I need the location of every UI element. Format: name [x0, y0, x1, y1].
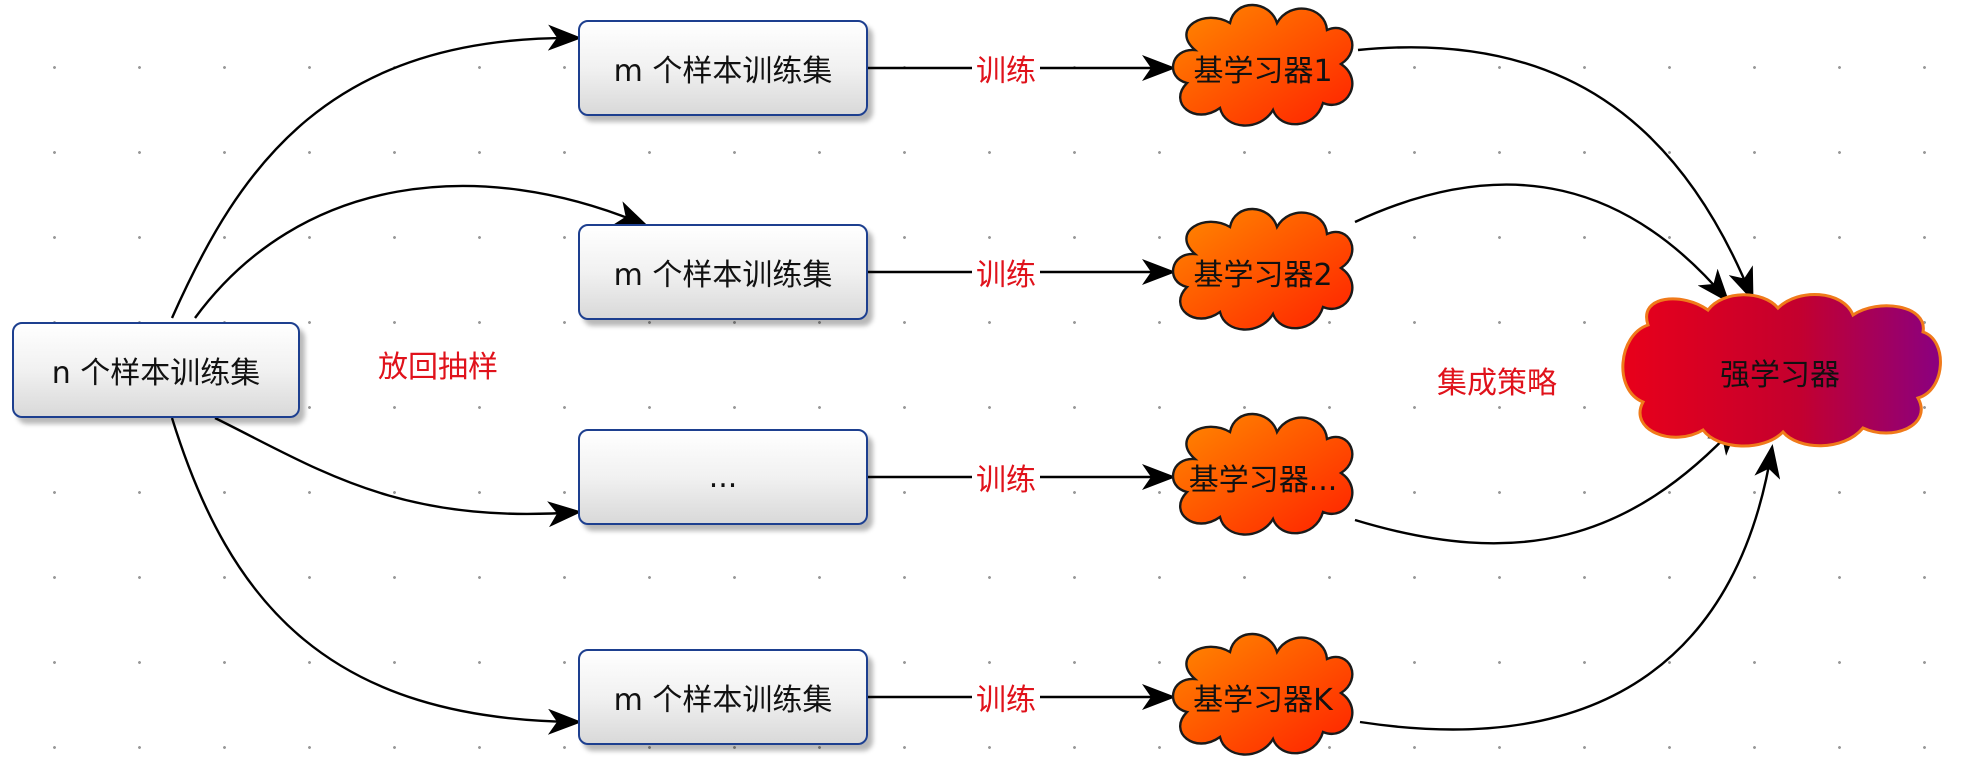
learner-label-1: 基学习器1	[1193, 54, 1333, 89]
ensemble-arrow-2	[1354, 183, 1730, 304]
train-label-3: 训练	[972, 455, 1040, 499]
subset-label: m 个样本训练集	[613, 683, 833, 718]
sampling-label: 放回抽样	[378, 350, 498, 385]
learner-label-4: 基学习器K	[1193, 683, 1333, 718]
ensemble-arrow-3	[1354, 422, 1740, 545]
subset-label: m 个样本训练集	[613, 54, 833, 89]
learner-label-3: 基学习器...	[1188, 463, 1338, 498]
subset-training-set-1: m 个样本训练集	[578, 20, 868, 116]
sampling-arrow-2	[194, 184, 649, 319]
train-label-4: 训练	[972, 675, 1040, 719]
train-label-2: 训练	[972, 250, 1040, 294]
ensemble-label: 集成策略	[1437, 366, 1557, 401]
subset-training-set-4: m 个样本训练集	[578, 649, 868, 745]
train-label-1: 训练	[972, 46, 1040, 90]
subset-training-set-2: m 个样本训练集	[578, 224, 868, 320]
ensemble-arrow-1	[1357, 46, 1754, 302]
strong-learner-label: 强学习器	[1720, 358, 1840, 393]
subset-label: ...	[708, 459, 738, 495]
learner-label-2: 基学习器2	[1193, 258, 1333, 293]
subset-label: m 个样本训练集	[613, 258, 833, 293]
sampling-arrow-1	[170, 24, 582, 319]
sampling-arrow-4	[170, 417, 582, 735]
ensemble-arrow-4	[1359, 444, 1781, 731]
source-training-set-label: n 个样本训练集	[51, 356, 261, 391]
subset-training-set-3: ...	[578, 429, 868, 525]
sampling-arrow-3	[214, 416, 582, 528]
source-training-set: n 个样本训练集	[12, 322, 300, 418]
